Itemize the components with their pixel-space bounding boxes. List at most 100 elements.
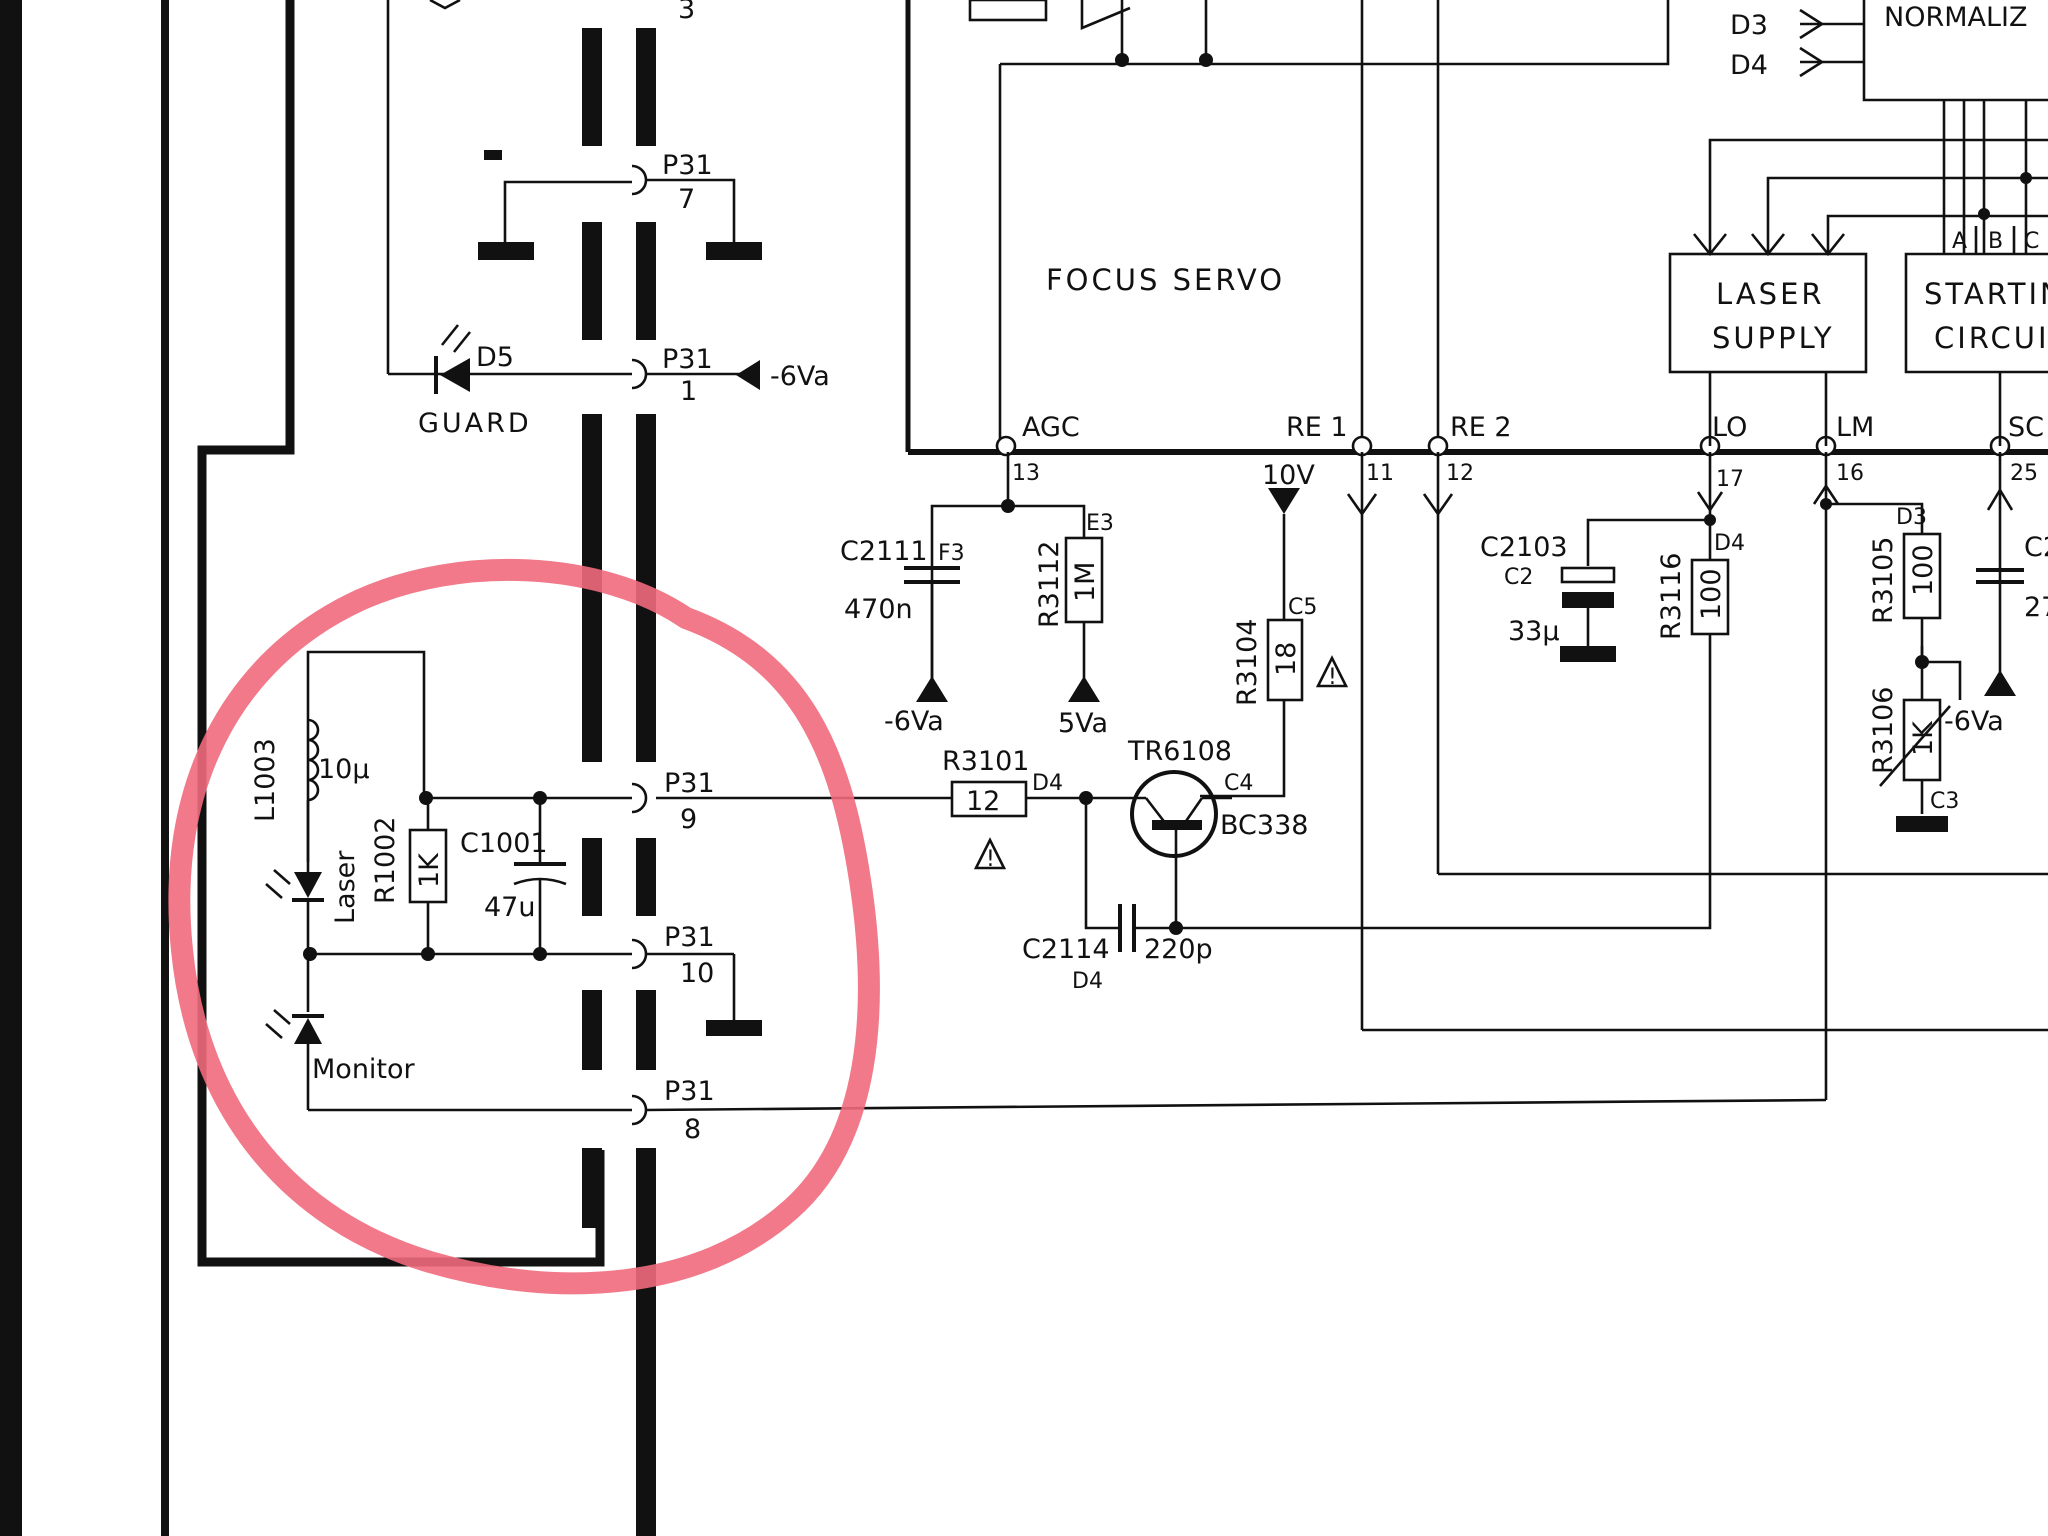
label-c2: C2 (1504, 565, 1533, 590)
label-r3106-val: 1K (1908, 720, 1939, 756)
label-pin-7: 7 (678, 184, 695, 215)
label-monitor: Monitor (312, 1054, 416, 1085)
ink-mark (484, 150, 502, 160)
label-c5: C5 (1288, 595, 1317, 620)
label-bc338: BC338 (1220, 810, 1308, 841)
label-v10: 10V (1262, 460, 1315, 491)
normalize-block: NORMALIZ D3 D4 A B C (1708, 0, 2048, 254)
label-neg6va-left: -6Va (884, 706, 944, 737)
focus-servo-block: FOCUS SERVO (905, 0, 1670, 452)
label-c2114: C2114 (1022, 934, 1110, 965)
label-d5: D5 (476, 342, 514, 373)
label-pin-9: 9 (680, 804, 697, 835)
label-d4-c2114: D4 (1072, 969, 1103, 994)
lo-branch: C2103 C2 33µ 100 R3116 D4 (1176, 452, 1745, 930)
label-r3105: R3105 (1868, 537, 1899, 624)
label-d4-r3116: D4 (1714, 531, 1745, 556)
label-p31-e: P31 (664, 1076, 715, 1107)
label-warn: ! (1328, 665, 1337, 690)
label-pin-10: 10 (680, 958, 714, 989)
label-c1001: C1001 (460, 828, 548, 859)
connector-bars (582, 28, 656, 1536)
label-pin-1: 1 (680, 376, 697, 407)
label-d4: D4 (1730, 50, 1768, 81)
label-r1002-val: 1K (414, 852, 445, 888)
label-c2-right-val: 270 (2024, 592, 2048, 623)
label-r1002: R1002 (370, 817, 401, 904)
page-edge-bar (0, 0, 22, 1536)
label-p31-c: P31 (664, 768, 715, 799)
label-pin11: 11 (1366, 461, 1394, 486)
label-pin13: 13 (1012, 461, 1040, 486)
bus-pins: AGC 13 RE 1 11 RE 2 12 LO 17 LM 16 SC 25 (995, 412, 2044, 492)
label-c2111-val: 470n (844, 594, 913, 625)
focus-servo-label: FOCUS SERVO (1046, 263, 1285, 297)
label-r3101: R3101 (942, 746, 1029, 777)
label-c2103: C2103 (1480, 532, 1568, 563)
pin-3-label: 3 (678, 0, 695, 25)
label-re2: RE 2 (1450, 412, 1512, 443)
label-lm: LM (1836, 412, 1874, 443)
label-c4: C4 (1224, 771, 1253, 796)
label-e3: E3 (1086, 511, 1114, 536)
label-d3: D3 (1730, 10, 1768, 41)
label-r3105-val: 100 (1908, 544, 1939, 596)
label-re1: RE 1 (1286, 412, 1348, 443)
label-c2114-val: 220p (1144, 934, 1213, 965)
label-pin25: 25 (2010, 461, 2038, 486)
label-r3104-val: 18 (1271, 642, 1302, 676)
label-normalize: NORMALIZ (1884, 2, 2027, 33)
label-c2-right: C2 (2024, 532, 2048, 563)
label-sc: SC (2008, 412, 2044, 443)
label-neg6va-top: -6Va (770, 361, 830, 392)
label-abc-b: B (1988, 229, 2003, 254)
label-pin17: 17 (1716, 467, 1744, 492)
label-l1003-val: 10µ (318, 754, 370, 785)
label-laser-supply-2: SUPPLY (1712, 321, 1835, 355)
highlight-circle (168, 558, 880, 1295)
label-warn: ! (986, 847, 995, 872)
label-p31-d: P31 (664, 922, 715, 953)
label-v5a: 5Va (1058, 708, 1108, 739)
label-pin16: 16 (1836, 461, 1864, 486)
starting-circuit-block: STARTIN CIRCUI (1904, 252, 2048, 446)
label-neg6va-right: -6Va (1944, 706, 2004, 737)
label-c2103-val: 33µ (1508, 616, 1560, 647)
p31-pin-1: D5 GUARD P31 1 -6Va (388, 324, 830, 439)
label-f3: F3 (938, 541, 965, 566)
label-r3116-val: 100 (1696, 568, 1727, 620)
label-d4-r3101: D4 (1032, 771, 1063, 796)
sc-branch: C2 270 -6Va (1944, 452, 2048, 737)
label-pin-8: 8 (684, 1114, 701, 1145)
laser-diode-module: L1003 10µ Laser 1K R1002 C1001 47u P31 9… (250, 650, 1827, 1145)
label-c2111: C2111 (840, 536, 928, 567)
agc-branch: C2111 F3 470n -6Va E3 1M R3112 5Va (840, 452, 1114, 739)
label-starting-2: CIRCUI (1934, 321, 2048, 355)
label-laser: Laser (330, 850, 361, 924)
label-d3-r3105: D3 (1896, 505, 1927, 530)
label-pin12: 12 (1446, 461, 1474, 486)
label-r3112-val: 1M (1070, 562, 1101, 602)
label-laser-supply-1: LASER (1716, 277, 1825, 311)
driver-transistor: 12 R3101 D4 ! TR6108 C4 BC338 C2114 220p… (656, 736, 1308, 994)
label-r3101-val: 12 (966, 786, 1000, 817)
label-p31-b: P31 (662, 344, 713, 375)
label-c3: C3 (1930, 789, 1959, 814)
label-r3104: R3104 (1232, 619, 1263, 706)
label-r3106: R3106 (1868, 687, 1899, 774)
label-abc-a: A (1952, 229, 1967, 254)
label-guard: GUARD (418, 408, 532, 439)
label-tr6108: TR6108 (1127, 736, 1232, 767)
label-starting-1: STARTIN (1924, 277, 2048, 311)
lm-branch: D3 100 R3105 1K R3106 C3 (1812, 452, 1962, 1100)
r3104-branch: 10V C5 18 R3104 ! (1200, 460, 1349, 798)
label-abc-c: C (2024, 229, 2039, 254)
label-p31-a: P31 (662, 150, 713, 181)
laser-supply-block: LASER SUPPLY (1668, 233, 1868, 446)
label-r3112: R3112 (1034, 541, 1065, 628)
label-l1003: L1003 (250, 738, 281, 822)
label-r3116: R3116 (1656, 553, 1687, 640)
re-inputs (1346, 452, 2048, 1032)
label-agc: AGC (1022, 412, 1080, 443)
